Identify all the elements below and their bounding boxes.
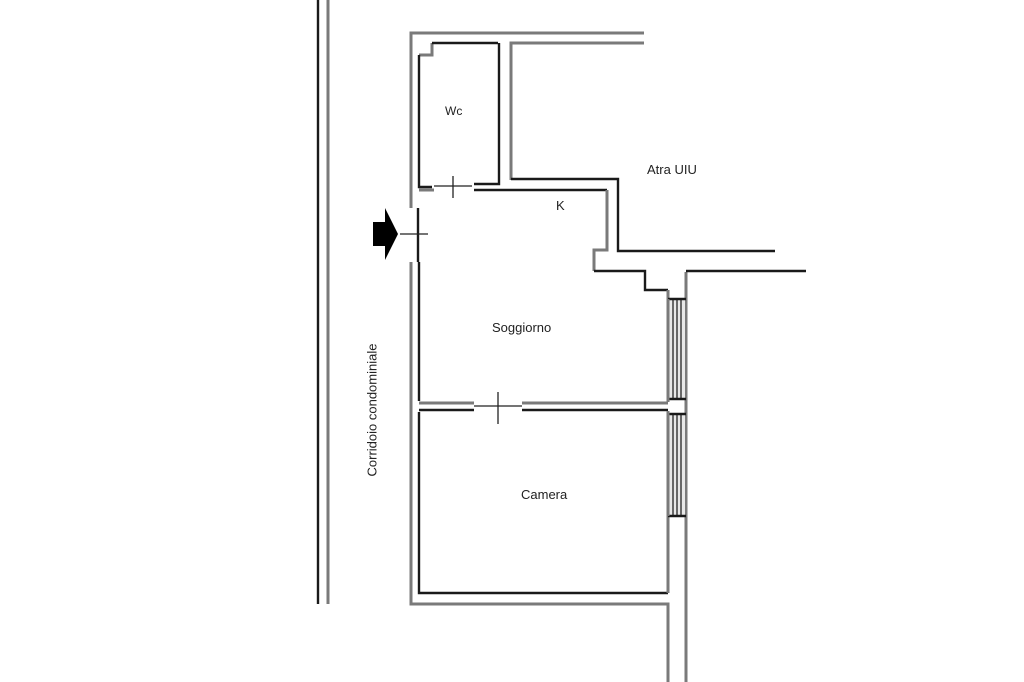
entrance-door [400,208,428,262]
room-label-wc: Wc [445,104,463,118]
partition-wall [419,392,668,424]
room-label-soggiorno: Soggiorno [492,320,552,335]
inner-walls [417,262,670,595]
wc-room [417,41,501,198]
outer-walls [409,31,806,682]
corridor-label: Corridoio condominiale [364,343,380,477]
window-camera [666,411,686,518]
room-label-k: K [556,198,565,213]
corridor-walls [316,0,330,604]
entrance-arrow-icon [373,208,398,260]
room-label-camera: Camera [521,487,568,502]
other-unit-label: Atra UIU [647,162,697,177]
window-soggiorno [666,297,686,402]
other-unit-walls [509,41,775,253]
kitchen-walls [474,188,670,299]
